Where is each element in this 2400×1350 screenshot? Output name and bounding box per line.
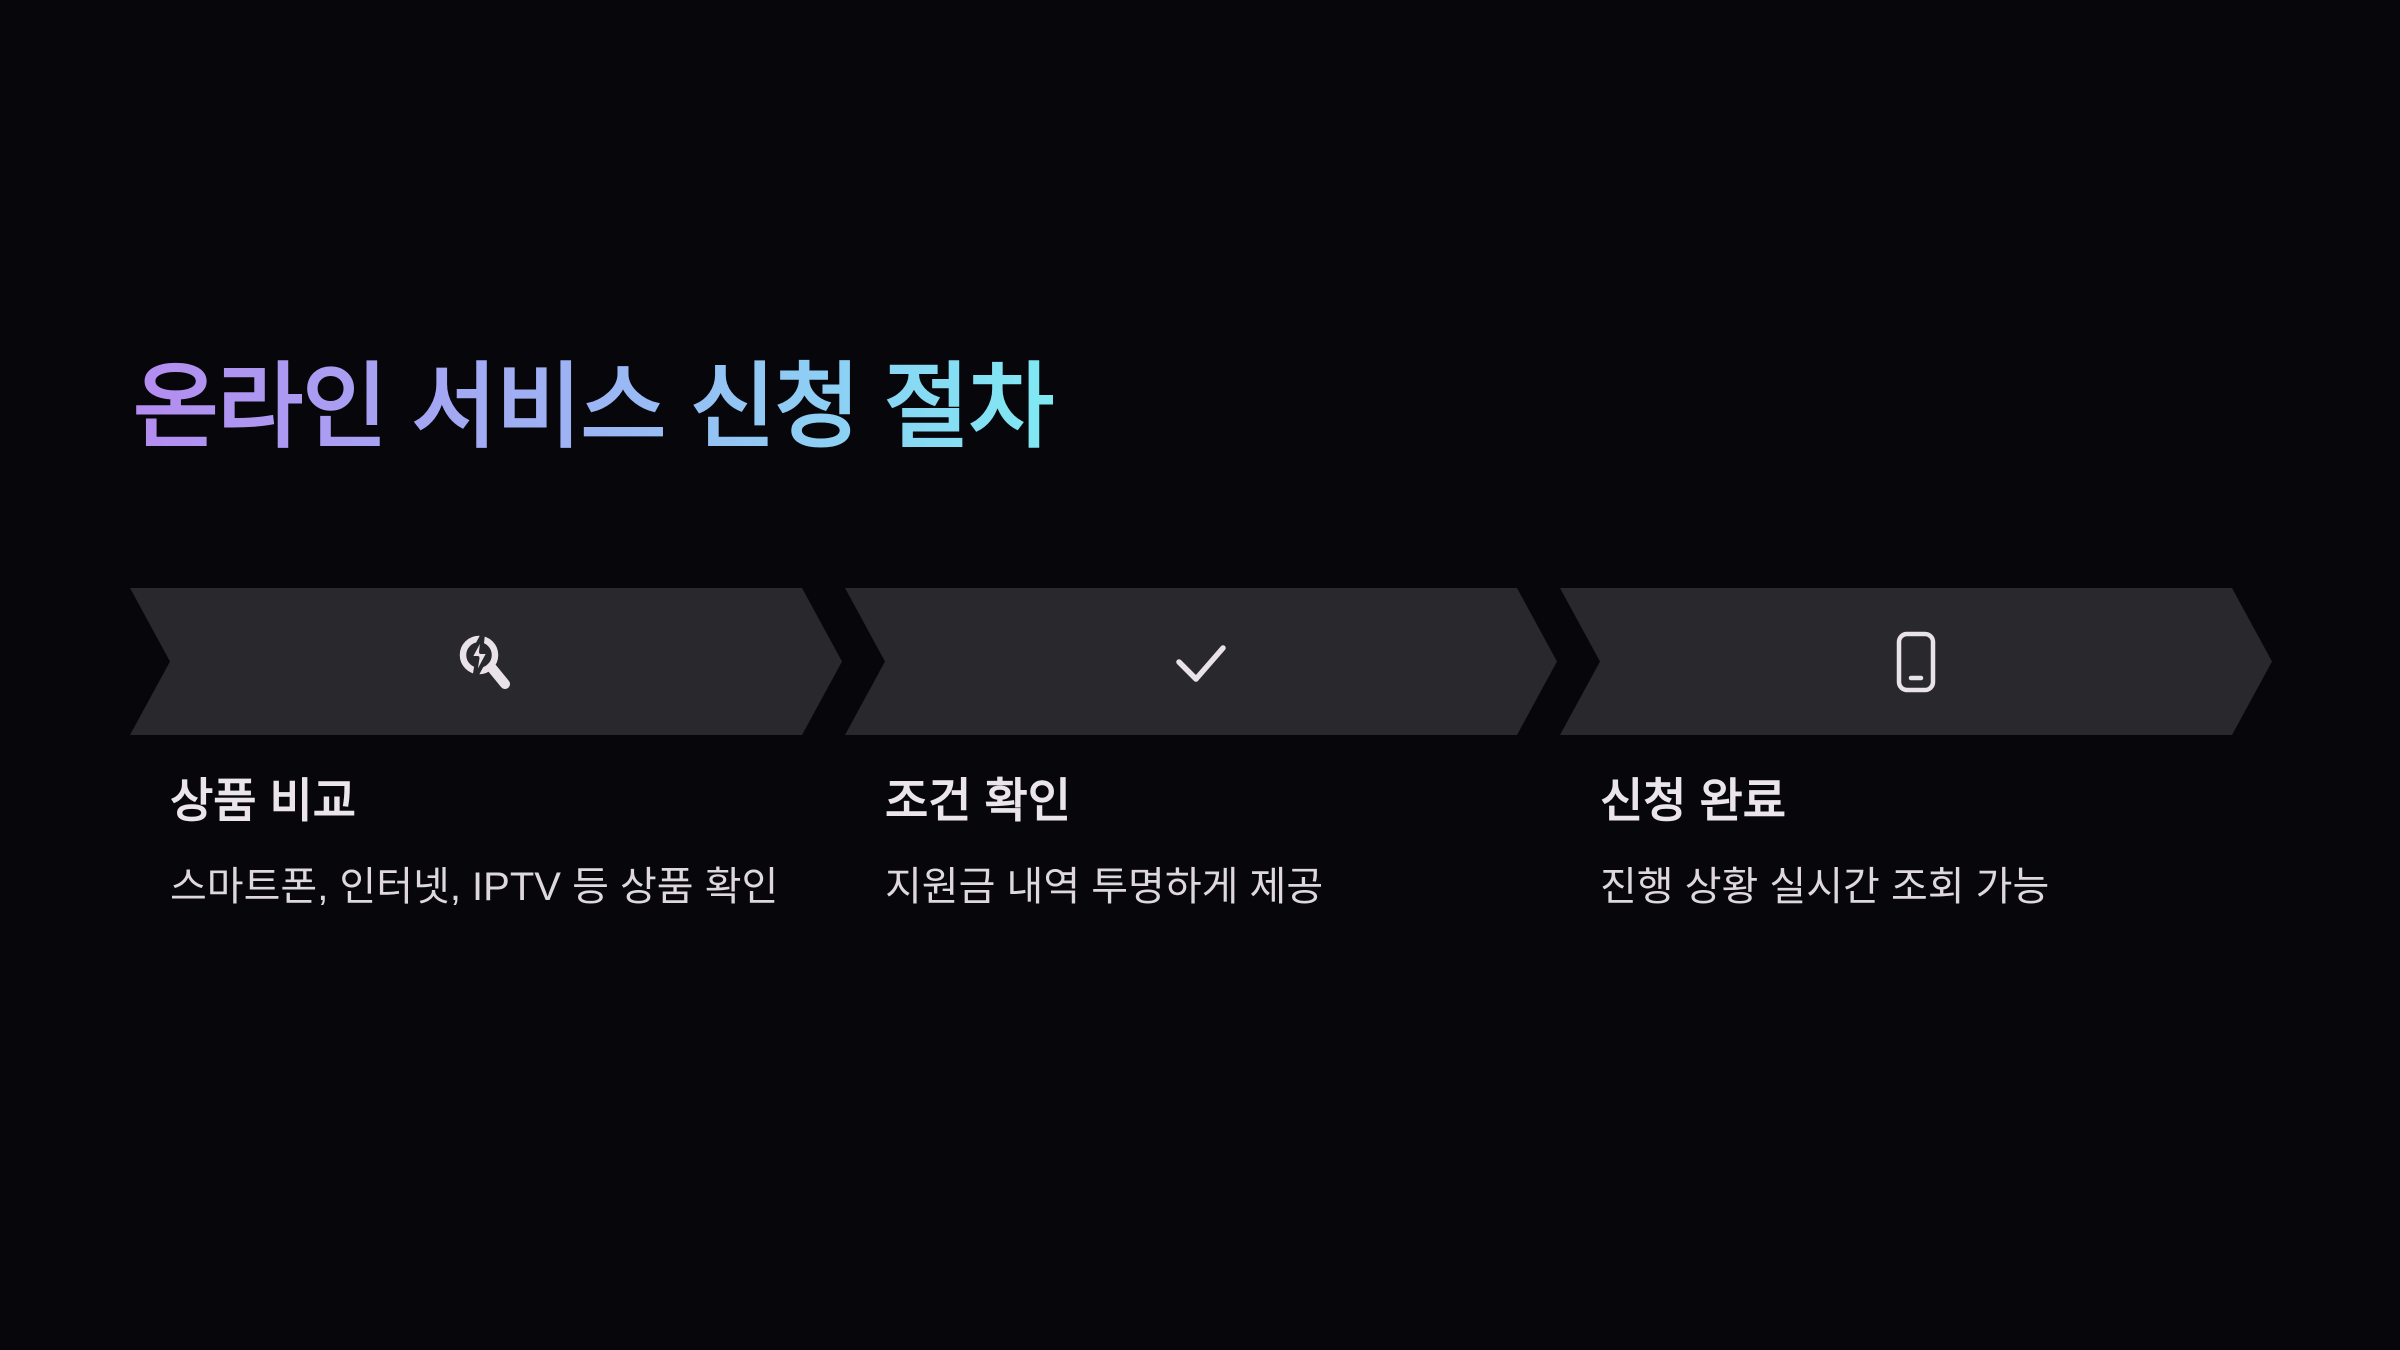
step-title: 신청 완료 [1600, 774, 1787, 827]
smartphone-icon [1895, 631, 1937, 693]
process-steps: 상품 비교 스마트폰, 인터넷, IPTV 등 상품 확인 조건 확인 지원금 … [130, 588, 2272, 913]
step-description: 스마트폰, 인터넷, IPTV 등 상품 확인 [170, 864, 779, 909]
step-banner-1 [130, 588, 842, 735]
step-title: 조건 확인 [885, 774, 1072, 827]
step-product-compare: 상품 비교 스마트폰, 인터넷, IPTV 등 상품 확인 [130, 588, 842, 913]
step-description: 진행 상황 실시간 조회 가능 [1600, 864, 2050, 909]
step-application-complete: 신청 완료 진행 상황 실시간 조회 가능 [1560, 588, 2272, 913]
search-zap-icon [459, 633, 513, 691]
step-condition-check: 조건 확인 지원금 내역 투명하게 제공 [845, 588, 1557, 913]
step-description: 지원금 내역 투명하게 제공 [885, 864, 1324, 909]
step-banner-3 [1560, 588, 2272, 735]
step-title: 상품 비교 [170, 774, 357, 827]
check-icon [1175, 641, 1227, 683]
page-title: 온라인 서비스 신청 절차 [133, 352, 1054, 464]
step-banner-2 [845, 588, 1557, 735]
